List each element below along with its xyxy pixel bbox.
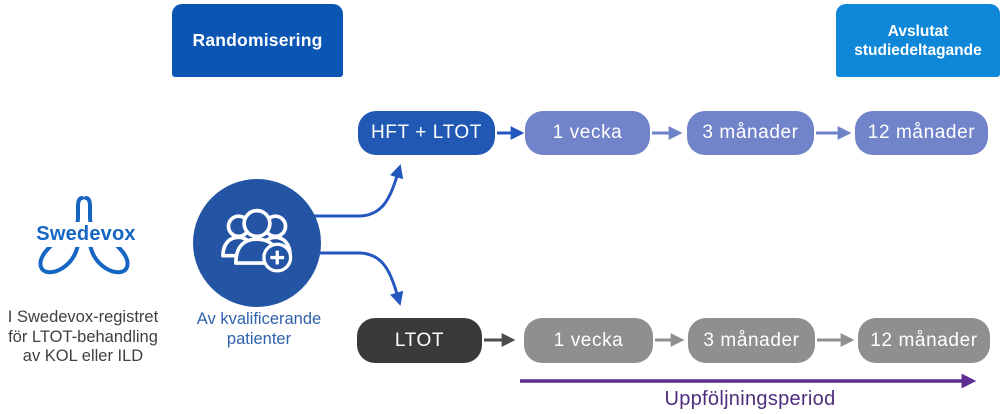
study-end-label: Avslutat studiedeltagande	[854, 22, 982, 59]
visit-box-ltot-month3: 3 månader	[688, 318, 815, 363]
arm-box-hft-ltot: HFT + LTOT	[358, 111, 495, 155]
branch-arrow-down	[300, 251, 404, 306]
swedevox-logo: Swedevox	[26, 194, 146, 278]
patients-circle	[193, 179, 321, 307]
registry-caption: I Swedevox-registret för LTOT-behandling…	[7, 308, 159, 365]
randomisering-label: Randomisering	[192, 30, 323, 50]
study-end-box: Avslutat studiedeltagande	[836, 4, 1000, 77]
arm-box-ltot: LTOT	[357, 318, 482, 363]
branch-arrow-up	[300, 164, 404, 218]
visit-box-hft-week1: 1 vecka	[525, 111, 650, 155]
visit-box-ltot-week1: 1 vecka	[524, 318, 653, 363]
visit-box-hft-month12: 12 månader	[855, 111, 988, 155]
visit-box-hft-month3: 3 månader	[687, 111, 814, 155]
swedevox-wordmark: Swedevox	[26, 222, 146, 247]
visit-box-ltot-month12: 12 månader	[858, 318, 990, 363]
randomisering-box: Randomisering	[172, 4, 343, 77]
followup-label: Uppföljningsperiod	[664, 388, 836, 410]
patients-caption: Av kvalificerande patienter	[196, 310, 322, 348]
group-of-patients-with-plus-icon	[221, 208, 293, 273]
